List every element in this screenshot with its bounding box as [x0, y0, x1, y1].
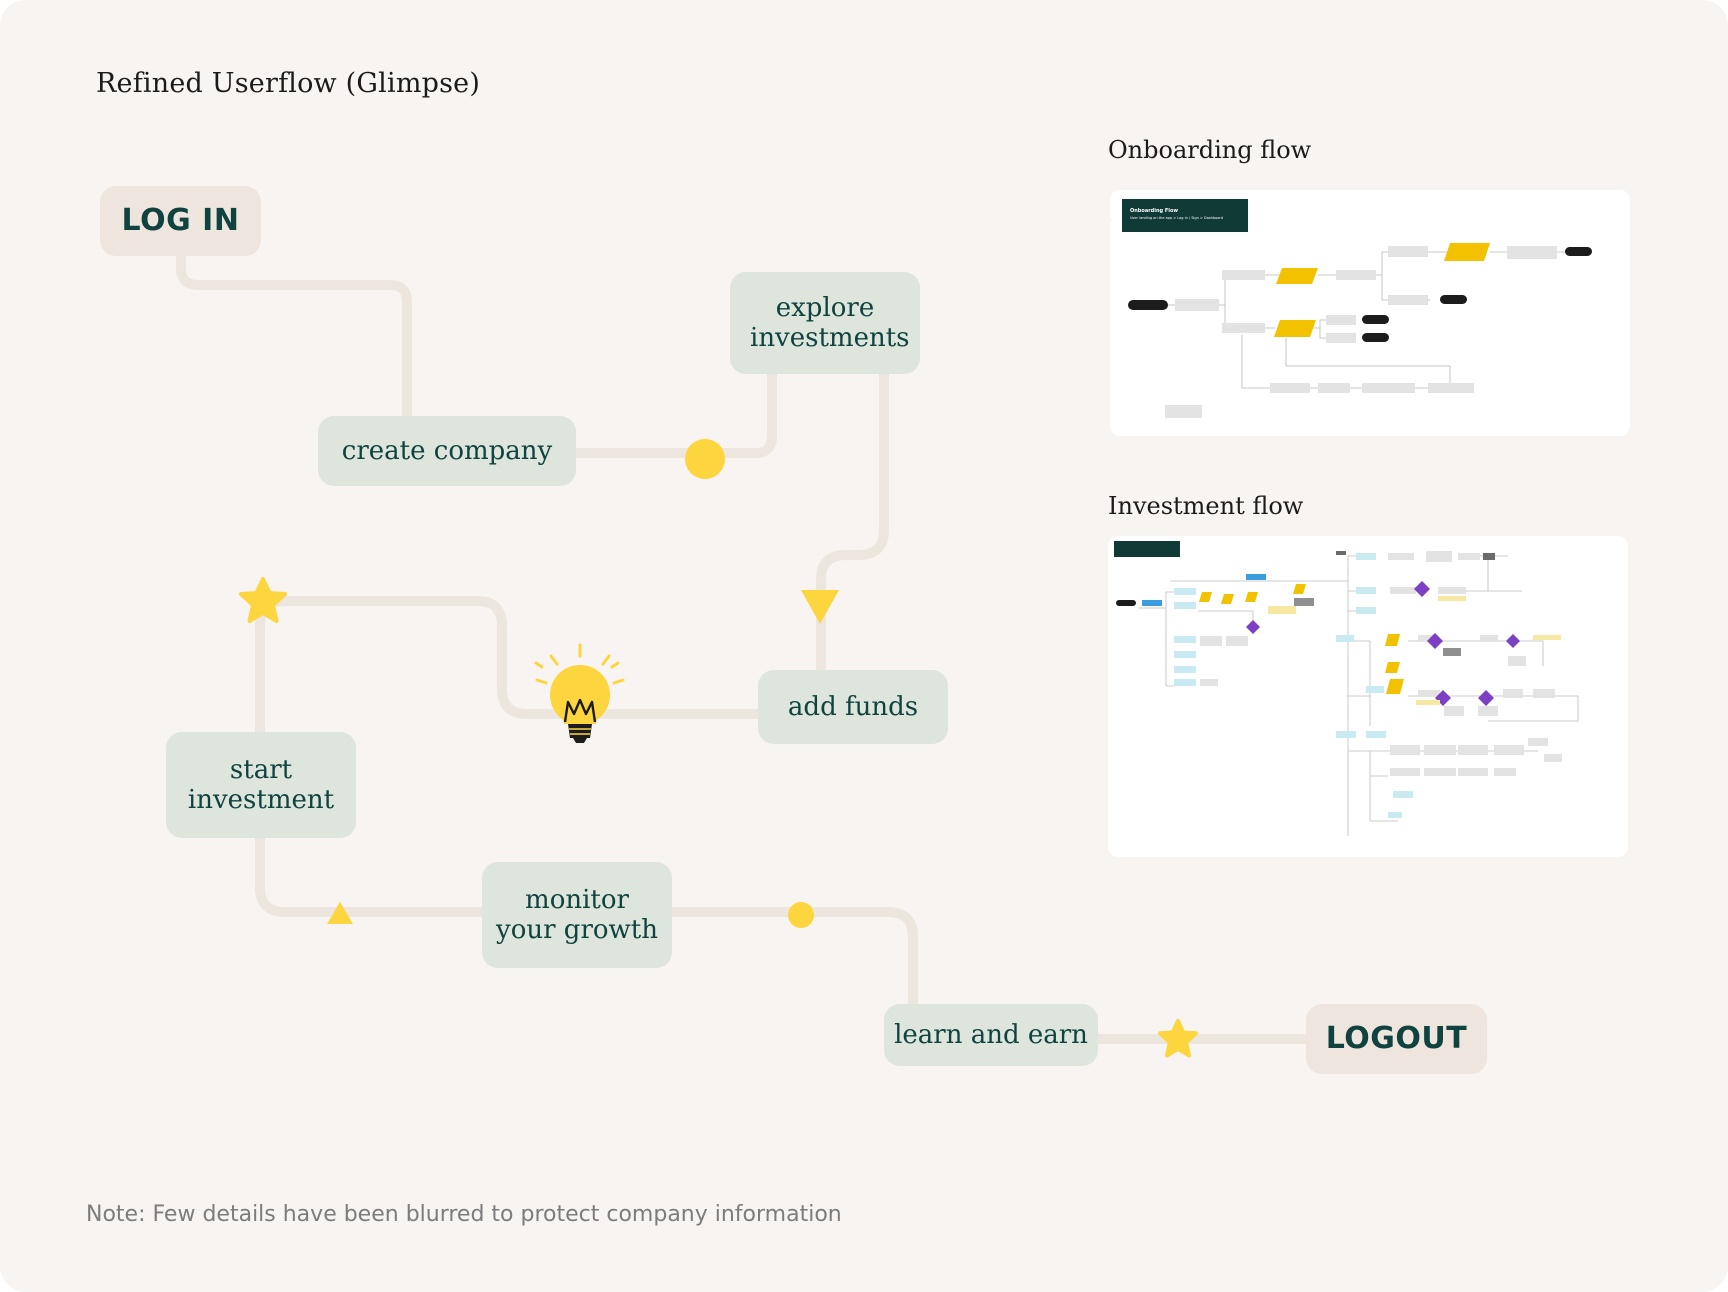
create-company-node: create company	[318, 416, 576, 486]
onboarding-header-subtitle: User landing on the app > Log in / Sign …	[1130, 216, 1223, 220]
onboarding-header-title: Onboarding Flow	[1130, 208, 1179, 214]
light-bulb-icon	[534, 643, 625, 743]
connector-create-explore	[570, 367, 777, 458]
logout-label: LOGOUT	[1325, 1021, 1468, 1056]
star-icon	[1158, 1019, 1198, 1058]
start-investment-label: start investment	[187, 755, 335, 815]
footnote: Note: Few details have been blurred to p…	[86, 1202, 842, 1227]
monitor-growth-node: monitor your growth	[482, 862, 672, 968]
onboarding-flow-thumbnail: Onboarding Flow User landing on the app …	[1110, 190, 1630, 436]
page-title: Refined Userflow (Glimpse)	[96, 68, 481, 99]
star-icon	[239, 577, 287, 623]
triangle-up-icon	[327, 902, 353, 924]
onboarding-flow-label: Onboarding flow	[1108, 136, 1312, 164]
yellow-dot-icon	[685, 439, 725, 479]
learn-and-earn-label: learn and earn	[894, 1020, 1088, 1050]
investment-flow-label: Investment flow	[1108, 492, 1304, 520]
monitor-growth-label: monitor your growth	[496, 885, 658, 945]
connector-addfunds-start	[255, 596, 765, 739]
learn-and-earn-node: learn and earn	[884, 1004, 1098, 1066]
onboarding-diagram	[1111, 220, 1592, 418]
add-funds-label: add funds	[787, 692, 919, 722]
investment-flow-thumbnail	[1108, 536, 1628, 857]
create-company-label: create company	[341, 436, 553, 466]
connector-start-monitor	[255, 831, 488, 917]
connector-monitor-learn	[665, 907, 918, 1011]
explore-investments-label: explore investments	[750, 293, 910, 353]
login-label: LOG IN	[121, 203, 240, 238]
yellow-dot-icon	[788, 902, 814, 928]
connector-explore-addfunds	[816, 367, 889, 677]
login-node: LOG IN	[100, 186, 261, 256]
investment-diagram	[1114, 541, 1579, 836]
connector-login-create	[176, 249, 412, 423]
add-funds-node: add funds	[758, 670, 948, 744]
onboarding-header: Onboarding Flow User landing on the app …	[1122, 199, 1248, 232]
start-investment-node: start investment	[166, 732, 356, 838]
logout-node: LOGOUT	[1306, 1004, 1487, 1074]
explore-investments-node: explore investments	[730, 272, 920, 374]
arrow-down-icon	[801, 590, 839, 624]
